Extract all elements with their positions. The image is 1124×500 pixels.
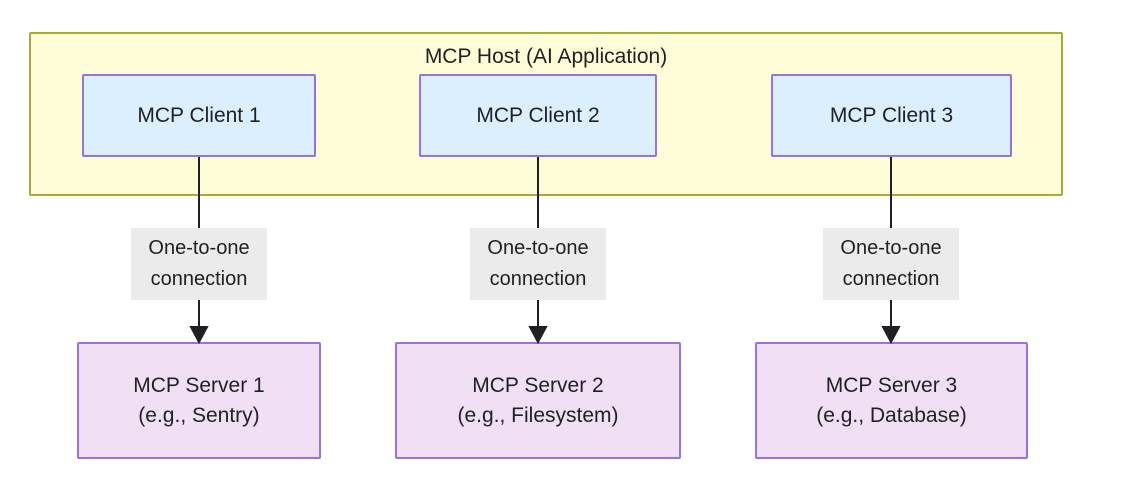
arrowhead-2 (528, 326, 548, 345)
mcp-client-1-label: MCP Client 1 (137, 103, 261, 127)
mcp-server-3-box[interactable]: MCP Server 3 (e.g., Database) (755, 342, 1028, 459)
mcp-client-2-label: MCP Client 2 (476, 103, 600, 127)
mcp-server-1-title: MCP Server 1 (133, 373, 265, 397)
mcp-server-2-title: MCP Server 2 (472, 373, 604, 397)
connection-label-2-line-2: connection (489, 268, 587, 290)
mcp-server-3-subtitle: (e.g., Database) (816, 403, 967, 427)
connection-label-2-line-1: One-to-one (487, 237, 589, 259)
mcp-server-3-title: MCP Server 3 (825, 373, 958, 397)
mcp-server-2-box[interactable]: MCP Server 2 (e.g., Filesystem) (395, 342, 681, 459)
host-title: MCP Host (AI Application) (424, 45, 668, 68)
connection-label-2: One-to-one connection (470, 228, 606, 300)
mcp-client-3-label: MCP Client 3 (829, 103, 954, 127)
connection-label-1-line-1: One-to-one (148, 237, 250, 259)
connection-label-3: One-to-one connection (823, 228, 959, 300)
connection-label-3-line-1: One-to-one (840, 237, 942, 259)
mcp-client-2-box[interactable]: MCP Client 2 (419, 74, 657, 157)
mcp-server-1-box[interactable]: MCP Server 1 (e.g., Sentry) (77, 342, 321, 459)
mcp-client-1-box[interactable]: MCP Client 1 (82, 74, 316, 157)
mcp-server-1-subtitle: (e.g., Sentry) (138, 403, 260, 427)
mcp-client-3-box[interactable]: MCP Client 3 (771, 74, 1012, 157)
arrowhead-3 (881, 326, 901, 345)
connection-label-1: One-to-one connection (131, 228, 267, 300)
mcp-server-2-subtitle: (e.g., Filesystem) (457, 403, 619, 427)
connection-label-1-line-2: connection (150, 268, 248, 290)
connection-label-3-line-2: connection (842, 268, 940, 290)
arrowhead-1 (189, 326, 209, 345)
